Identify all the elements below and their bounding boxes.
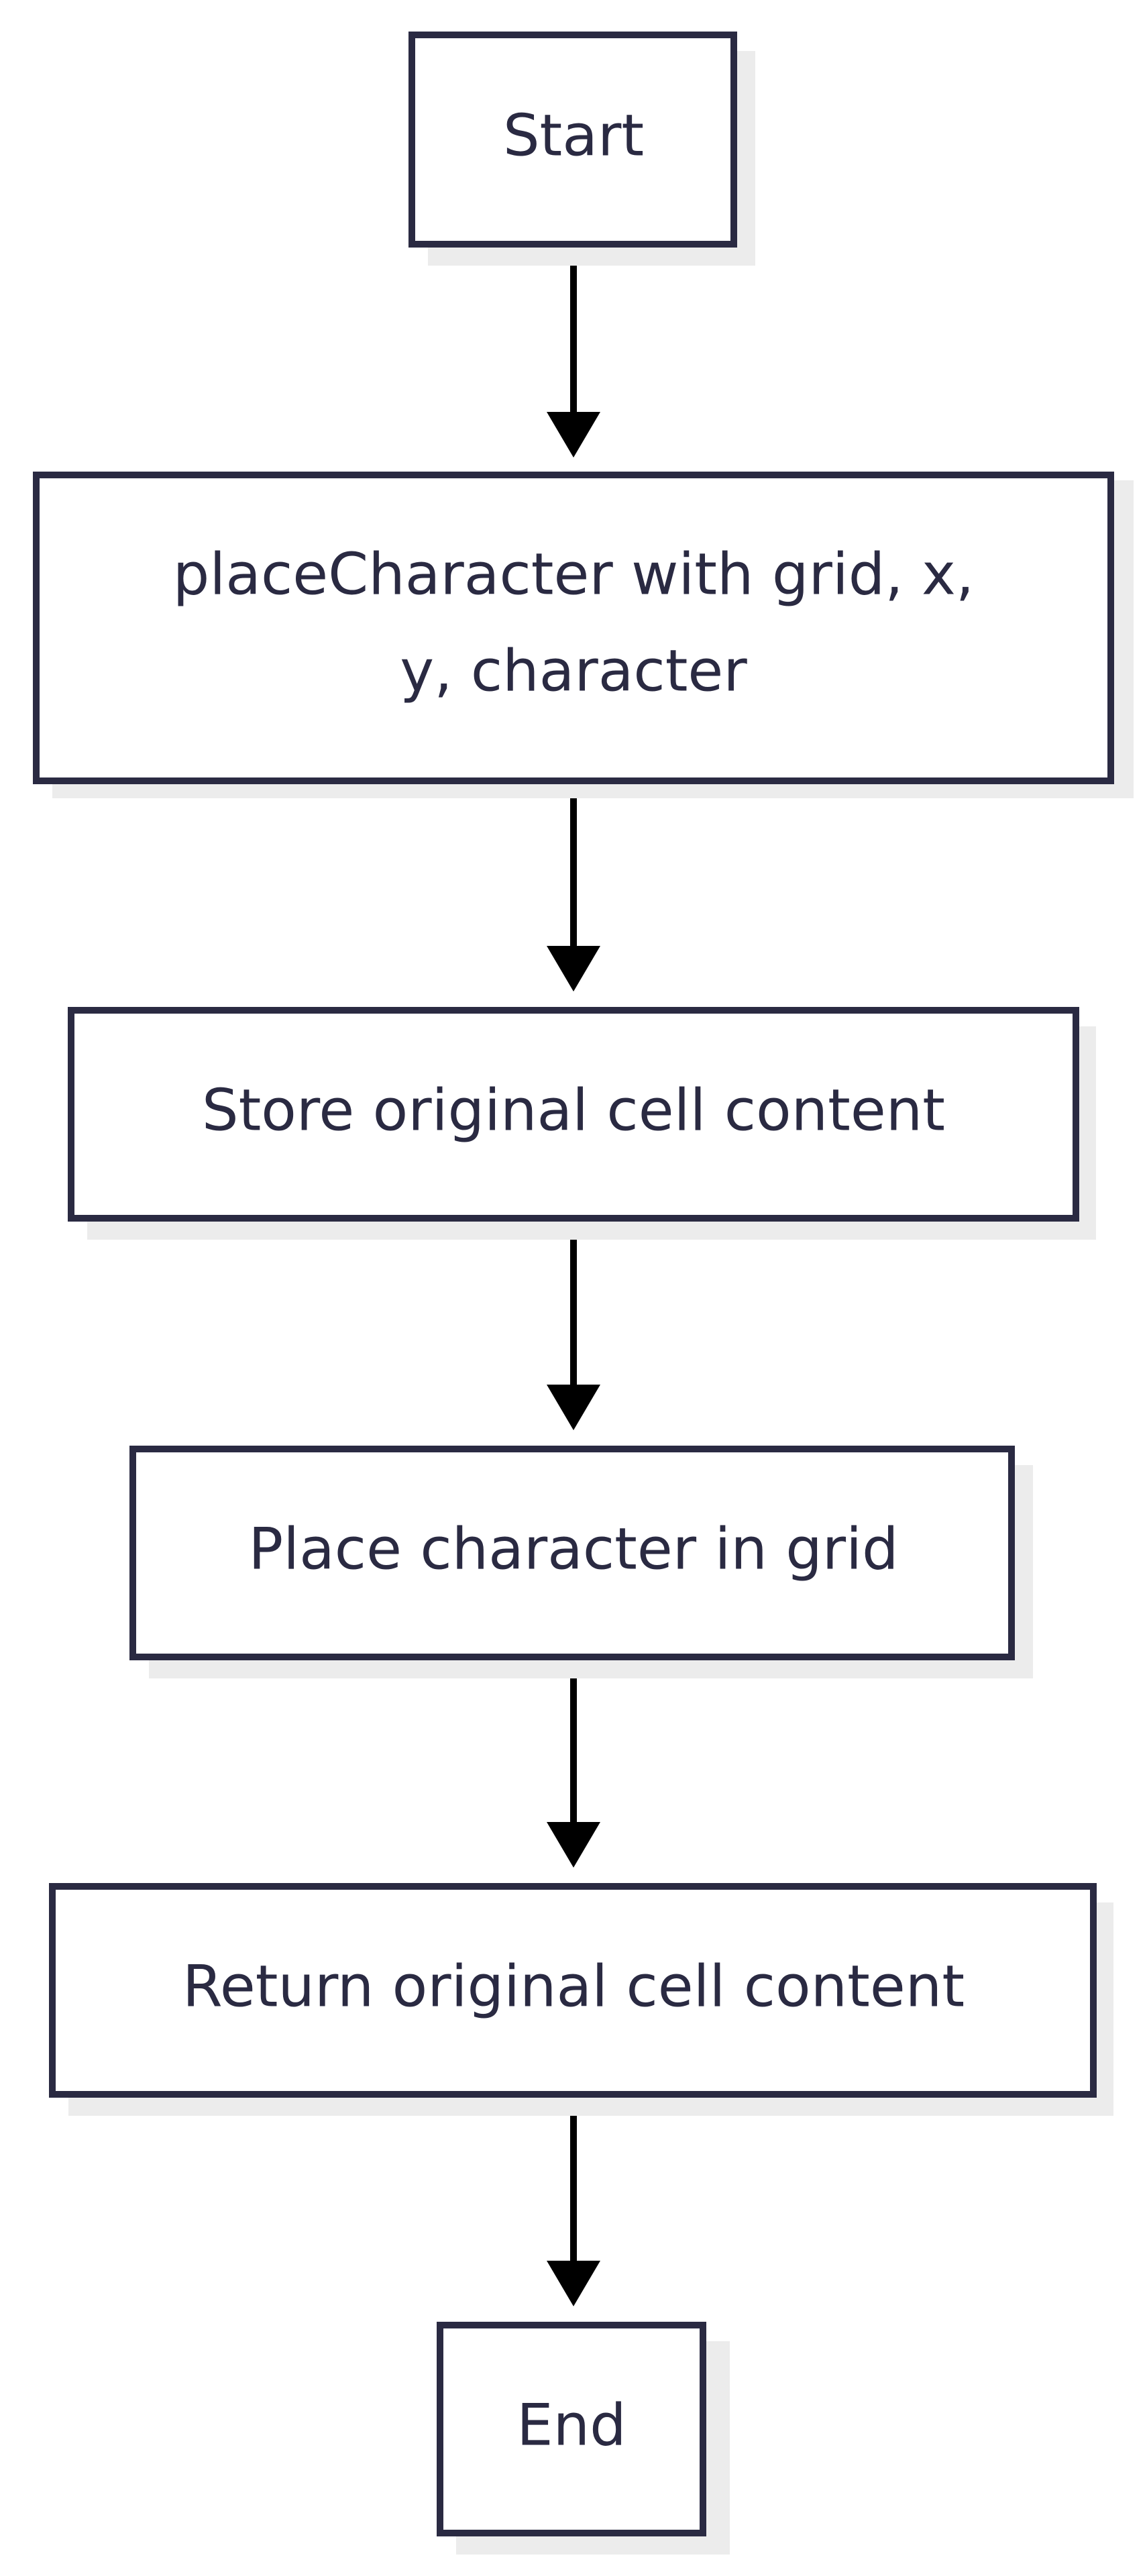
- node-store-content-label: Store original cell content: [202, 1077, 945, 1144]
- arrowhead-1: [547, 412, 600, 458]
- arrowhead-4: [547, 1822, 600, 1868]
- node-start-label: Start: [503, 102, 644, 169]
- edges: [547, 250, 600, 2306]
- arrowhead-5: [547, 2261, 600, 2306]
- node-end-label: End: [516, 2392, 626, 2459]
- node-place-in-grid: Place character in grid: [129, 1446, 1033, 1678]
- node-store-content-box: [68, 1007, 1079, 1222]
- node-place-character-call-label-line-1: placeCharacter with grid, x,: [173, 541, 974, 608]
- node-place-character-call: placeCharacter with grid, x, y, characte…: [33, 472, 1134, 798]
- node-place-character-call-label-line-2: y, character: [400, 637, 747, 704]
- node-start-box: [408, 32, 737, 248]
- node-place-in-grid-label: Place character in grid: [248, 1515, 898, 1582]
- node-return-content: Return original cell content: [49, 1883, 1113, 2116]
- node-place-in-grid-box: [129, 1446, 1015, 1660]
- node-start: Start: [408, 32, 755, 266]
- arrowhead-2: [547, 946, 600, 991]
- node-place-character-call-box: [33, 472, 1114, 784]
- node-end: End: [437, 2322, 730, 2555]
- node-store-content: Store original cell content: [68, 1007, 1096, 1240]
- node-return-content-label: Return original cell content: [182, 1953, 965, 2020]
- node-end-box: [437, 2322, 706, 2536]
- arrowhead-3: [547, 1385, 600, 1430]
- node-return-content-box: [49, 1883, 1097, 2098]
